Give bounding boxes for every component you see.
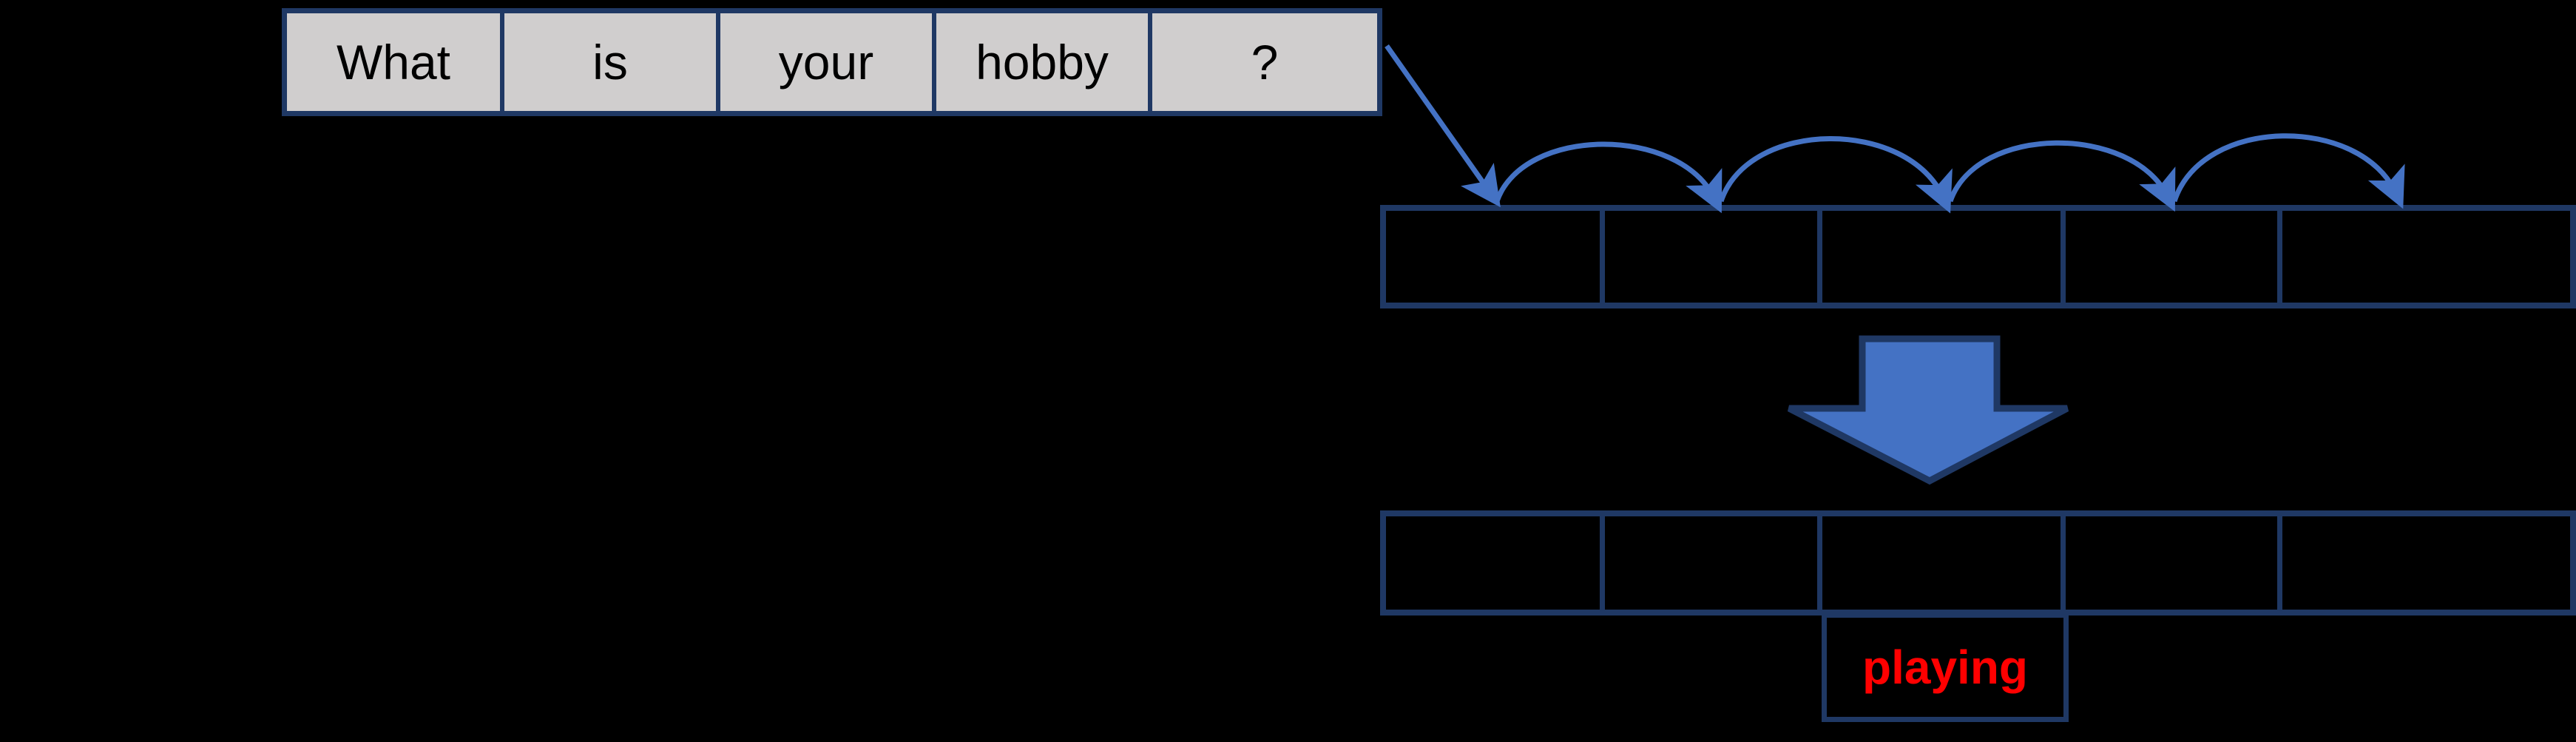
decoder-state-cell-4 (2066, 516, 2282, 610)
generated-token-label: playing (1862, 641, 2029, 694)
encoder-state-cell-4 (2066, 211, 2282, 303)
encoder-state-cell-1 (1386, 211, 1605, 303)
encoder-state-strip (1380, 205, 2576, 308)
decoder-state-cell-5 (2282, 516, 2570, 610)
input-token-cell-1: What (287, 13, 504, 111)
recurrent-arc-1 (1494, 141, 1723, 214)
encoder-state-cell-3 (1822, 211, 2066, 303)
generated-token-cell: playing (1822, 613, 2069, 722)
input-token-cell-4: hobby (936, 13, 1152, 111)
recurrent-arc-2 (1718, 136, 1953, 214)
recurrent-arc-4 (2171, 133, 2405, 209)
input-sentence-strip: What is your hobby ? (282, 8, 1382, 116)
decoder-state-cell-3 (1822, 516, 2066, 610)
encoder-to-decoder-arrow (1787, 335, 2069, 485)
input-token-cell-2: is (504, 13, 720, 111)
input-token-cell-3: your (720, 13, 936, 111)
input-token-cell-5: ? (1152, 13, 1377, 111)
decoder-state-strip (1380, 510, 2576, 615)
recurrent-arc-3 (1947, 140, 2176, 212)
decoder-state-cell-2 (1605, 516, 1822, 610)
source-to-encoder-arrow (1385, 44, 1501, 208)
encoder-state-cell-2 (1605, 211, 1822, 303)
encoder-state-cell-5 (2282, 211, 2570, 303)
decoder-state-cell-1 (1386, 516, 1605, 610)
